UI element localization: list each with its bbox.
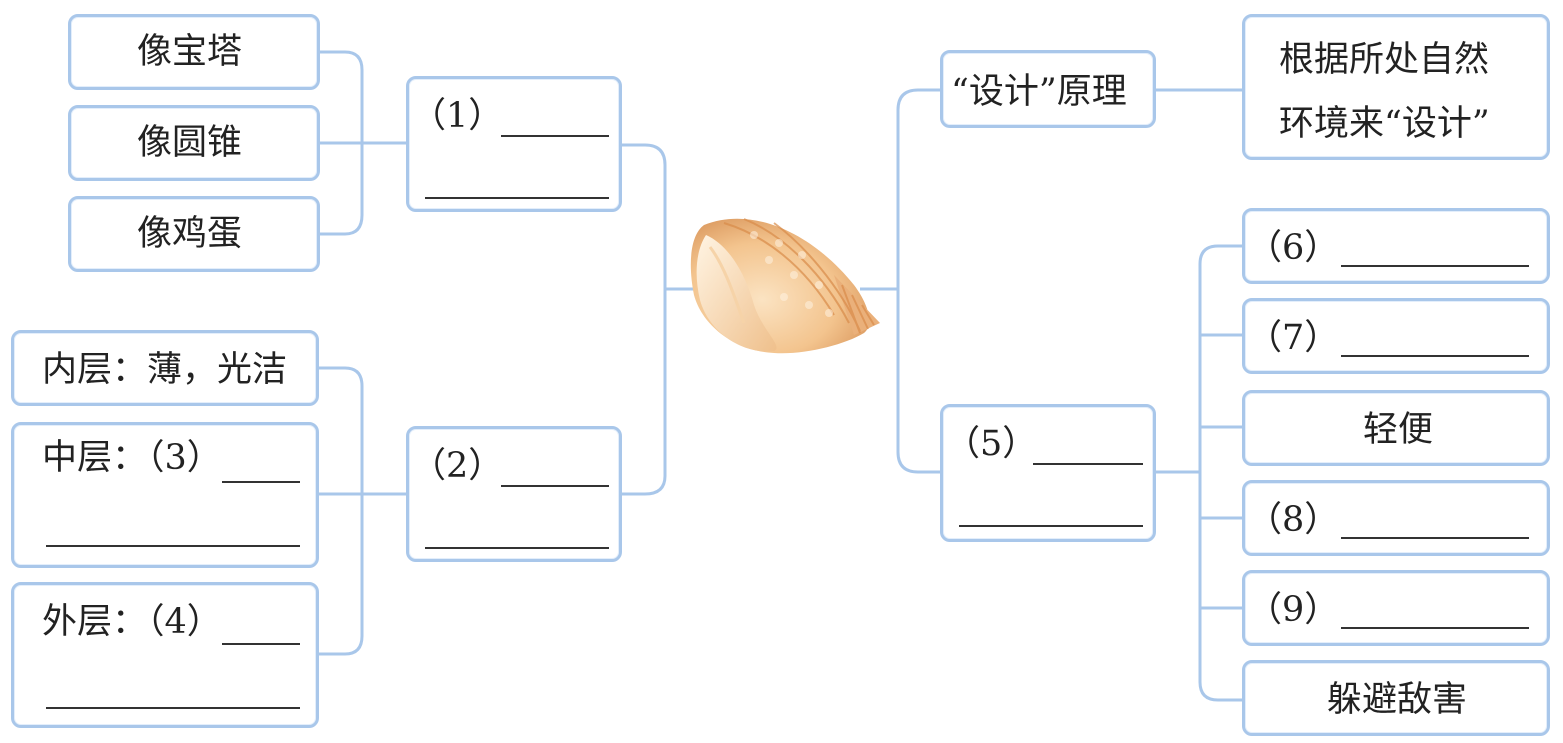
list-item-6: （6） bbox=[1242, 208, 1550, 284]
layer-label: 外层：（4） bbox=[42, 602, 222, 642]
shape-item-label: 像宝塔 bbox=[137, 32, 243, 72]
list-item-label: 轻便 bbox=[1363, 410, 1434, 450]
shape-item-egg: 像鸡蛋 bbox=[68, 196, 320, 272]
list-item-label: 躲避敌害 bbox=[1327, 680, 1468, 720]
answer-blank[interactable] bbox=[425, 197, 609, 199]
shape-item-label: 像鸡蛋 bbox=[137, 214, 243, 254]
answer-blank[interactable] bbox=[959, 525, 1143, 527]
design-desc-box: 根据所处自然 环境来“设计” bbox=[1242, 14, 1550, 160]
seashell-icon bbox=[690, 218, 880, 354]
answer-blank[interactable] bbox=[46, 545, 300, 547]
answer-blank[interactable] bbox=[501, 485, 609, 487]
question-label: （2） bbox=[411, 446, 504, 486]
design-desc-line: 环境来“设计” bbox=[1279, 104, 1490, 144]
design-principle-box: “设计”原理 bbox=[940, 50, 1156, 128]
shape-item-cone: 像圆锥 bbox=[68, 105, 320, 181]
list-item-8: （8） bbox=[1242, 480, 1550, 556]
answer-blank[interactable] bbox=[1033, 463, 1143, 465]
question-label: （5） bbox=[945, 424, 1038, 464]
list-item-9: （9） bbox=[1242, 570, 1550, 646]
question-label: （7） bbox=[1247, 318, 1340, 358]
layer-middle: 中层：（3） bbox=[11, 422, 319, 568]
question-label: （1） bbox=[411, 96, 504, 136]
shape-item-label: 像圆锥 bbox=[137, 123, 243, 163]
answer-blank[interactable] bbox=[46, 707, 300, 709]
design-desc-line: 根据所处自然 bbox=[1279, 40, 1490, 80]
answer-blank[interactable] bbox=[1341, 355, 1529, 357]
answer-blank[interactable] bbox=[425, 547, 609, 549]
list-item-7: （7） bbox=[1242, 298, 1550, 374]
answer-blank[interactable] bbox=[1341, 627, 1529, 629]
layer-inner: 内层：薄，光洁 bbox=[11, 330, 319, 406]
layer-label: 中层：（3） bbox=[42, 438, 222, 478]
shape-item-pagoda: 像宝塔 bbox=[68, 14, 320, 90]
answer-blank[interactable] bbox=[501, 135, 609, 137]
layer-outer: 外层：（4） bbox=[11, 582, 319, 728]
answer-blank[interactable] bbox=[1341, 265, 1529, 267]
question-label: （8） bbox=[1247, 500, 1340, 540]
design-principle-label: “设计”原理 bbox=[951, 72, 1127, 112]
list-item-light: 轻便 bbox=[1242, 390, 1550, 466]
question-label: （9） bbox=[1247, 590, 1340, 630]
list-item-hide: 躲避敌害 bbox=[1242, 660, 1550, 736]
blank-box-5: （5） bbox=[940, 404, 1156, 542]
layer-label: 内层：薄，光洁 bbox=[42, 350, 288, 390]
blank-box-2: （2） bbox=[406, 426, 622, 562]
answer-blank[interactable] bbox=[1341, 537, 1529, 539]
answer-blank[interactable] bbox=[222, 481, 300, 483]
answer-blank[interactable] bbox=[222, 643, 300, 645]
question-label: （6） bbox=[1247, 228, 1340, 268]
blank-box-1: （1） bbox=[406, 76, 622, 212]
